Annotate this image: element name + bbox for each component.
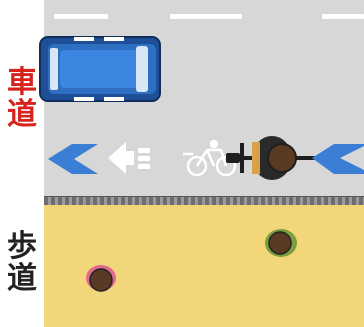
arrow-left-icon [108, 142, 150, 174]
lane-dash [170, 14, 242, 19]
road-label-char-2: 道 [7, 97, 37, 132]
car-icon [39, 36, 161, 102]
arrow-left-icon [48, 144, 98, 174]
lane-dash [322, 14, 364, 19]
sidewalk-label-char-2: 道 [7, 261, 37, 296]
sidewalk-label-char-1: 歩 [7, 229, 37, 264]
sidewalk-label: 歩 道 [0, 222, 44, 304]
pedestrian-icon [265, 229, 297, 257]
pedestrian-icon [86, 265, 116, 292]
road-label-char-1: 車 [7, 65, 37, 100]
cyclist-icon [226, 136, 330, 180]
lane-dash [54, 14, 108, 19]
road-label: 車 道 [0, 58, 44, 140]
arrow-left-icon [312, 144, 364, 174]
